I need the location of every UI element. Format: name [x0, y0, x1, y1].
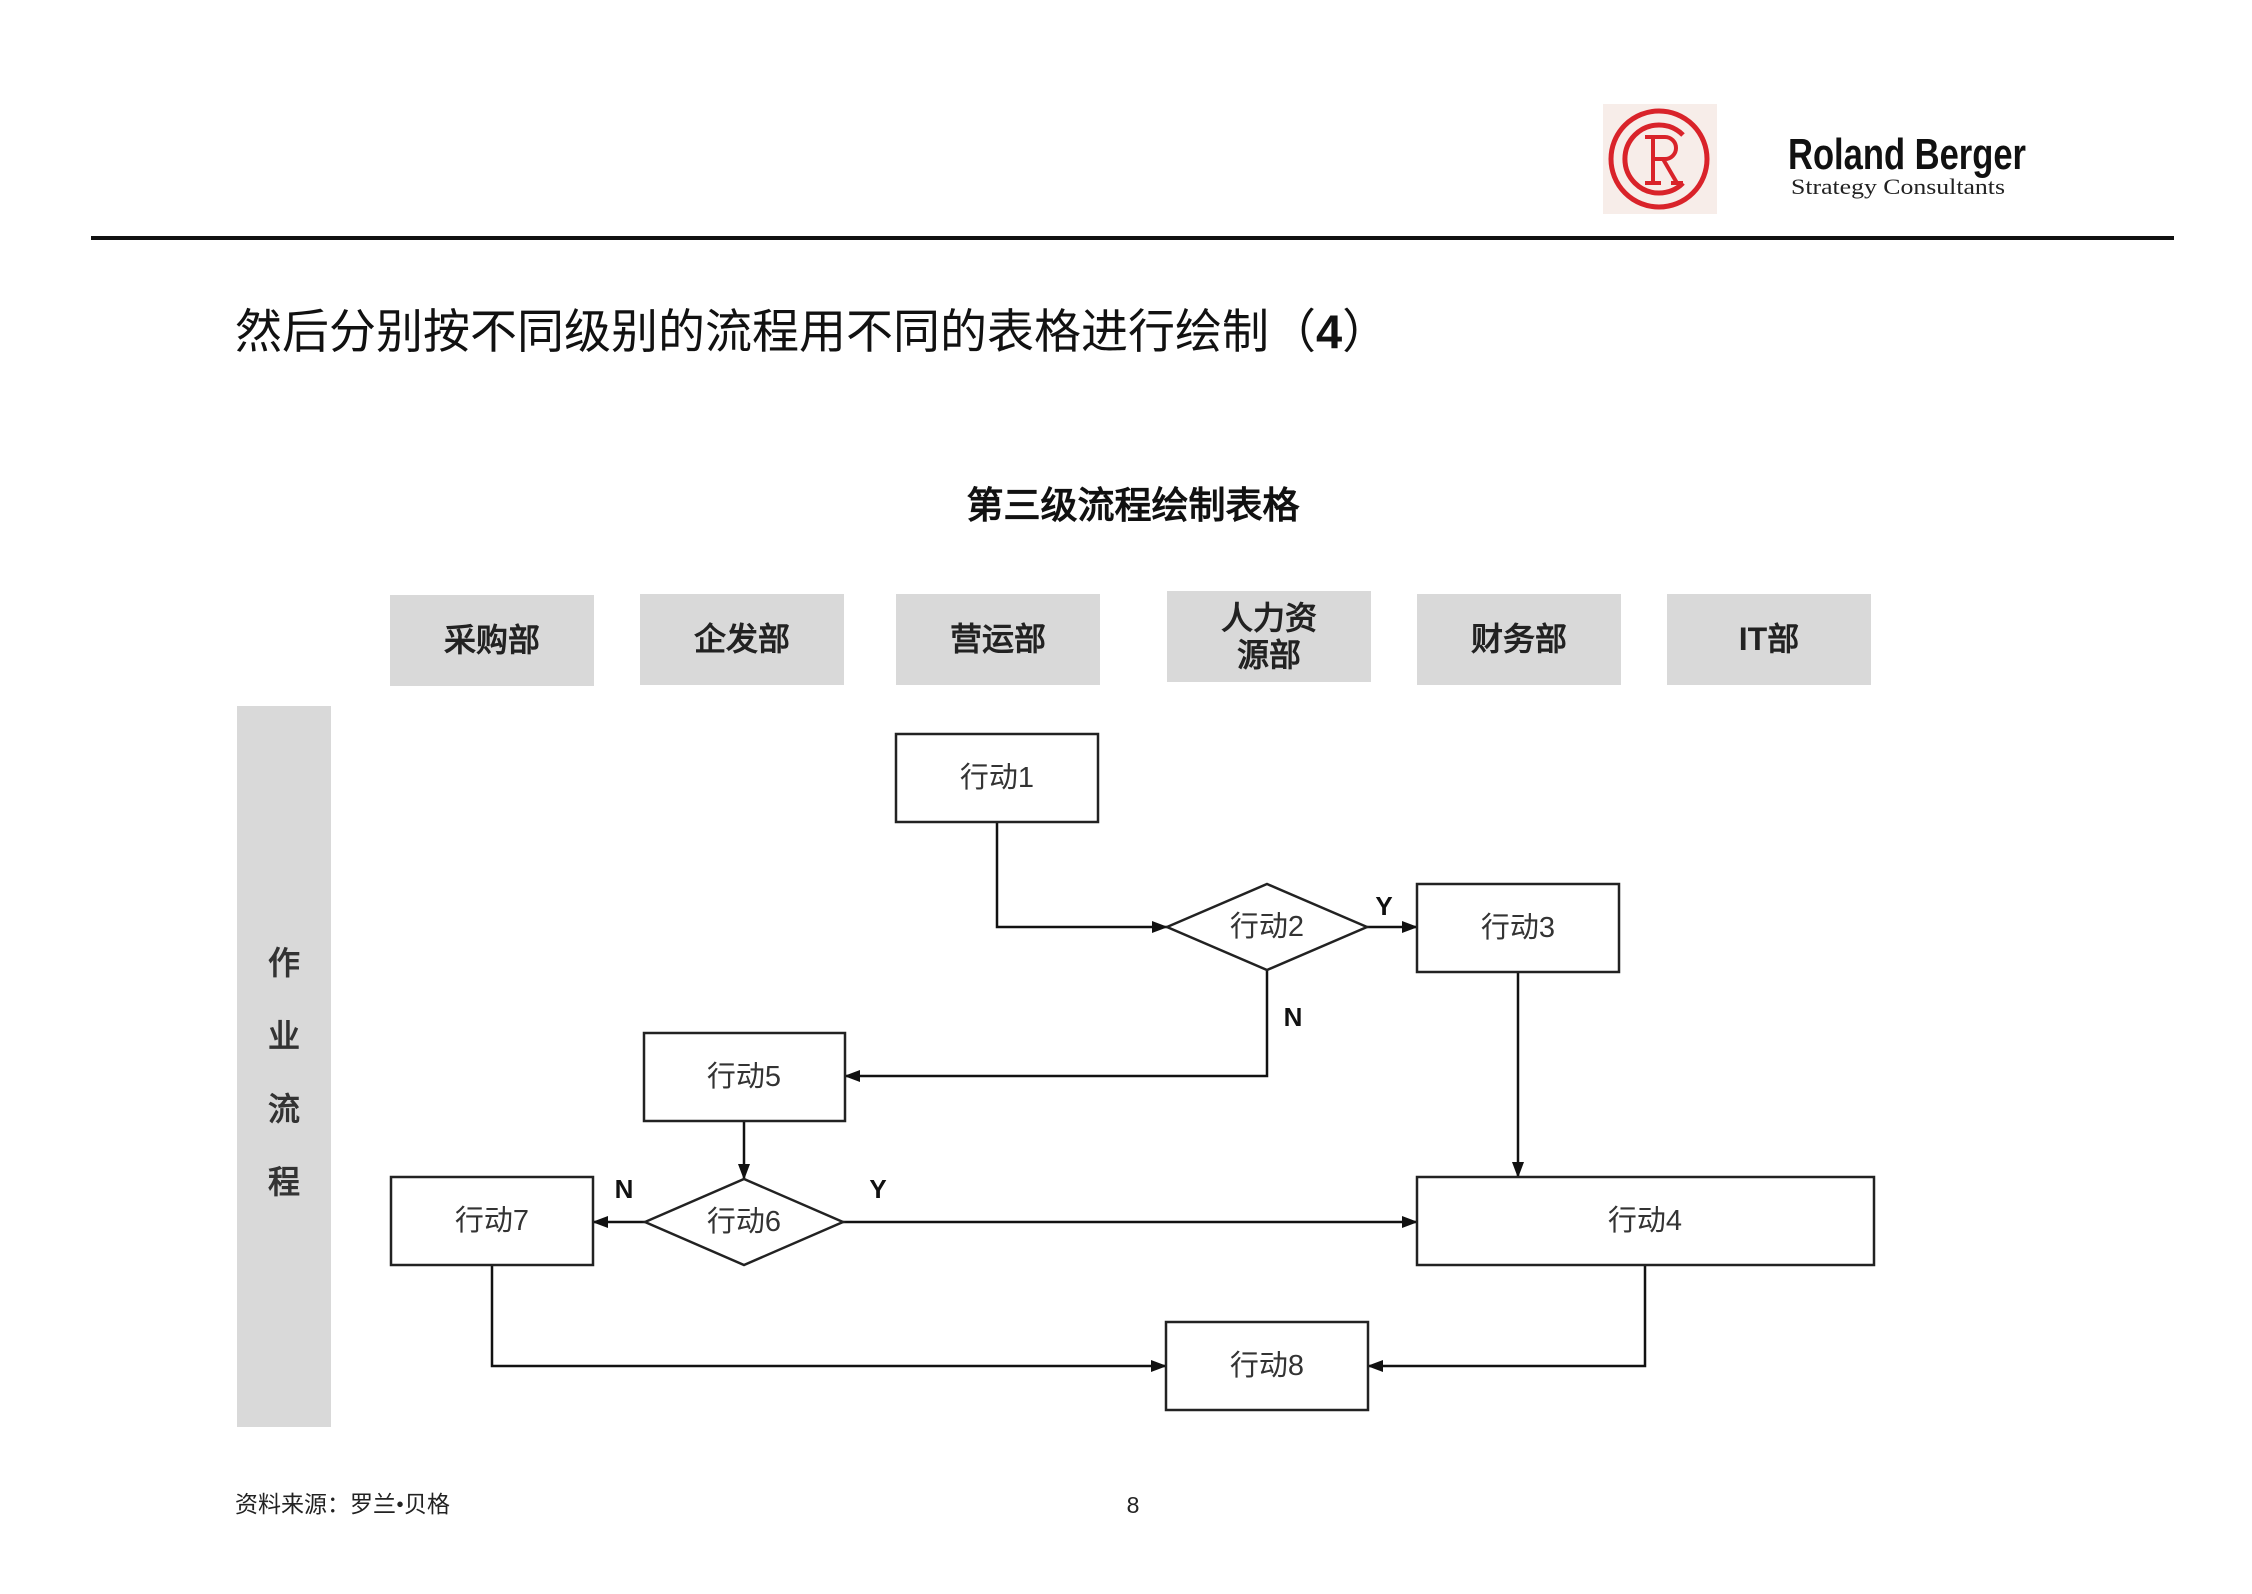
action-1-label: 行动1: [960, 761, 1034, 794]
action-2-label: 行动2: [1230, 910, 1304, 943]
branch-label-action2-no: N: [1284, 1002, 1303, 1032]
action-5-label: 行动5: [707, 1060, 781, 1093]
page-title-text: 然后分别按不同级别的流程用不同的表格进行绘制: [235, 305, 1269, 358]
action-7-box: [389, 1175, 595, 1267]
header-divider: [91, 236, 2174, 240]
edge-action7-to-action8: [490, 1265, 1167, 1372]
action-4-box: [1415, 1175, 1876, 1267]
column-header-finance: 财务部: [1417, 594, 1621, 685]
action-1-box: [894, 732, 1100, 824]
column-header-corporate-development: 企发部: [640, 594, 844, 685]
column-header-label: 营运部: [949, 621, 1046, 658]
action-7-label: 行动7: [455, 1204, 529, 1237]
column-header-label: 企发部: [693, 621, 790, 658]
logo-c-arc: [1622, 122, 1685, 196]
edge-action2-no-to-action5: [844, 970, 1269, 1082]
column-header-operations: 营运部: [896, 594, 1100, 685]
action-3-box: [1415, 882, 1621, 974]
action-5-box: [642, 1031, 847, 1123]
column-header-human-resources: 人力资源部: [1167, 591, 1371, 682]
logo: Roland Berger Strategy Consultants: [1603, 104, 2026, 214]
branch-label-action6-yes: Y: [869, 1174, 886, 1204]
branch-label-action2-yes: Y: [1375, 891, 1392, 921]
brand-tagline: Strategy Consultants: [1791, 174, 2005, 199]
brand-name: Roland Berger: [1788, 130, 2026, 179]
source-note: 资料来源：罗兰•贝格: [235, 1492, 451, 1517]
column-header-procurement: 采购部: [390, 595, 594, 686]
page-number: 8: [1126, 1492, 1140, 1518]
column-header-label: IT部: [1738, 621, 1800, 658]
action-2-decision: [1163, 882, 1371, 972]
action-4-label: 行动4: [1608, 1204, 1682, 1237]
column-header-label: 财务部: [1470, 621, 1567, 658]
page-title: 然后分别按不同级别的流程用不同的表格进行绘制（4）: [235, 306, 1389, 358]
logo-r-glyph: [1645, 135, 1683, 185]
edge-action4-to-action8: [1367, 1265, 1647, 1372]
action-8-box: [1164, 1320, 1370, 1412]
page-title-open-paren: （: [1269, 305, 1316, 358]
row-header-label: 作业流程: [268, 944, 301, 1200]
logo-monogram-icon: [1608, 108, 1710, 210]
page-title-close-paren: ）: [1342, 305, 1390, 358]
action-3-label: 行动3: [1481, 911, 1555, 944]
column-header-it: IT部: [1667, 594, 1871, 685]
action-6-decision: [641, 1177, 847, 1267]
column-header-label: 人力资源部: [1220, 599, 1317, 673]
action-8-label: 行动8: [1230, 1349, 1304, 1382]
column-header-label: 采购部: [443, 622, 540, 659]
edge-action1-to-action2: [995, 822, 1168, 933]
page-title-number: 4: [1316, 305, 1343, 358]
branch-label-action6-no: N: [615, 1174, 634, 1204]
row-header-operations-process: 作业流程: [237, 706, 331, 1427]
action-6-label: 行动6: [707, 1205, 781, 1238]
logo-ring: [1608, 108, 1710, 210]
table-caption: 第三级流程绘制表格: [966, 485, 1300, 526]
